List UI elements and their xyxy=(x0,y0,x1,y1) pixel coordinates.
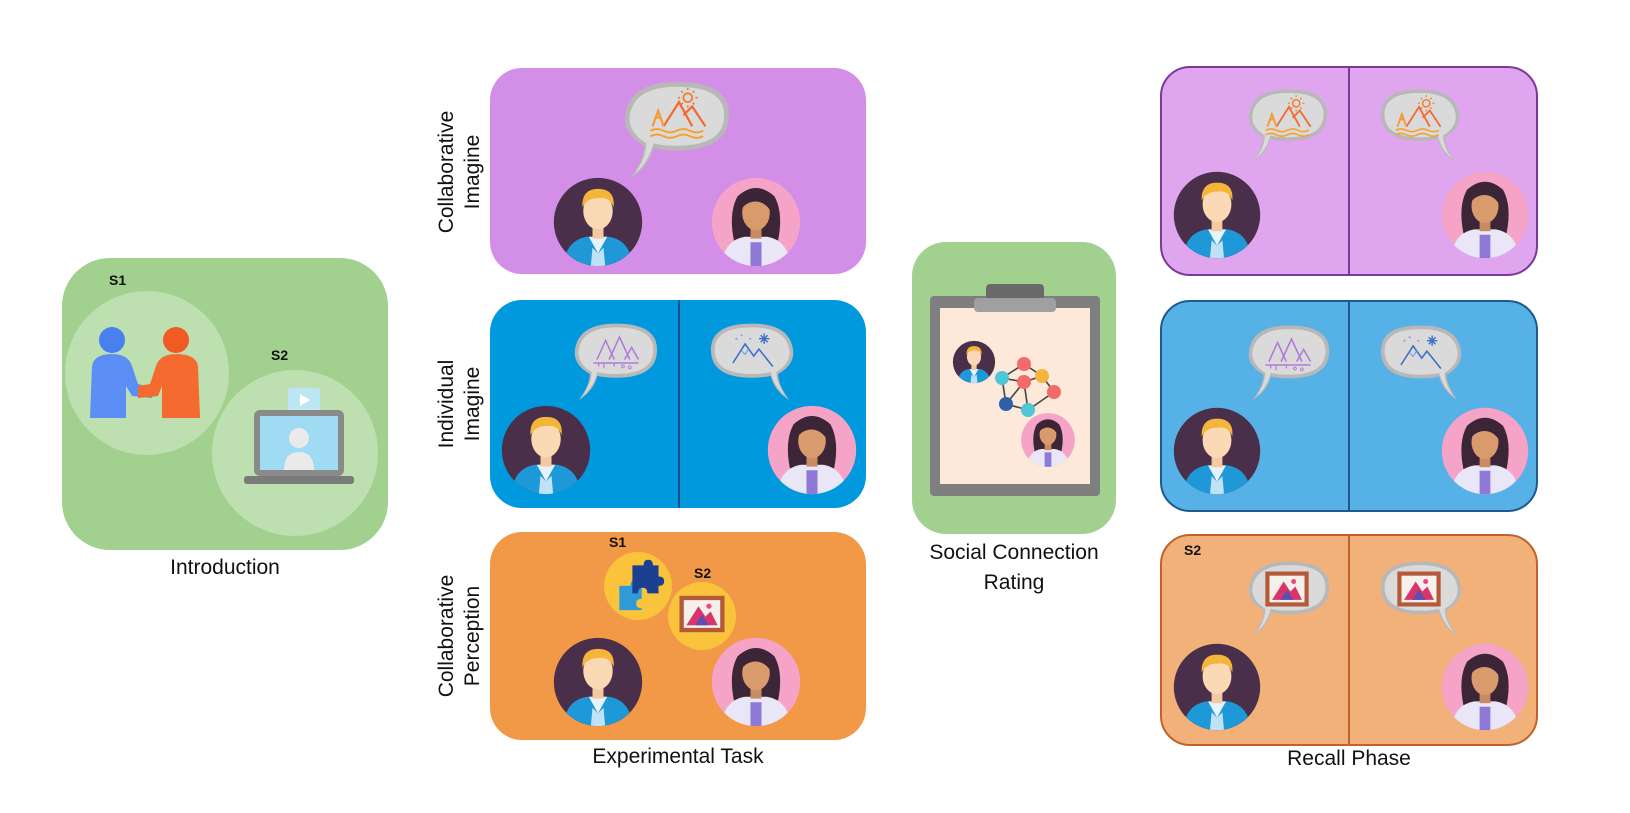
female-avatar xyxy=(710,636,802,728)
handshake-icon xyxy=(90,327,200,418)
network-icon xyxy=(995,357,1061,417)
divider xyxy=(1348,68,1350,274)
framed-picture-icon xyxy=(676,592,728,636)
s2-tag: S2 xyxy=(694,565,712,581)
social-connection-panel xyxy=(912,242,1116,534)
male-avatar xyxy=(1172,406,1262,496)
framed-picture-icon xyxy=(1262,568,1312,610)
row-label-individual-imagine: Individual Imagine xyxy=(435,359,484,449)
collaborative-perception-panel: S1 S2 xyxy=(490,532,866,740)
divider xyxy=(678,300,680,508)
social-connection-caption: Social Connection Rating xyxy=(892,538,1136,598)
summer-landscape-icon xyxy=(1392,92,1446,138)
row-label-collaborative-perception: Collaborative Perception xyxy=(435,574,484,698)
caption-line-2: Rating xyxy=(983,571,1045,594)
male-avatar xyxy=(552,636,644,728)
recall-imagine-collab-panel xyxy=(1160,66,1538,276)
female-avatar xyxy=(1440,642,1530,732)
collaborative-imagine-panel xyxy=(490,68,866,274)
divider xyxy=(1348,536,1350,744)
female-avatar xyxy=(1020,412,1076,468)
experimental-task-caption: Experimental Task xyxy=(592,745,764,768)
framed-picture-icon xyxy=(1394,568,1444,610)
introduction-panel: S1 S2 xyxy=(62,258,388,550)
row-label-collaborative-imagine: Collaborative Imagine xyxy=(435,110,484,234)
male-avatar xyxy=(500,404,592,496)
video-call-laptop-icon xyxy=(244,388,354,484)
recall-imagine-individual-panel xyxy=(1160,300,1538,512)
male-avatar xyxy=(952,340,996,384)
male-avatar xyxy=(1172,170,1262,260)
female-avatar xyxy=(766,404,858,496)
recall-perception-panel: S2 xyxy=(1160,534,1538,746)
caption-line-1: Social Connection xyxy=(929,541,1099,564)
divider xyxy=(1348,302,1350,510)
s2-tag: S2 xyxy=(271,347,289,363)
puzzle-icon xyxy=(610,556,666,612)
winter-mountain-icon xyxy=(726,328,778,372)
s1-tag: S1 xyxy=(609,534,627,550)
forest-icon xyxy=(1262,330,1314,374)
forest-icon xyxy=(590,328,642,372)
male-avatar xyxy=(1172,642,1262,732)
s1-tag: S1 xyxy=(109,272,127,288)
summer-landscape-icon xyxy=(1262,92,1316,138)
s2-tag: S2 xyxy=(1184,542,1202,558)
female-avatar xyxy=(1440,406,1530,496)
female-avatar xyxy=(710,176,802,268)
individual-imagine-panel xyxy=(490,300,866,508)
winter-mountain-icon xyxy=(1394,330,1446,374)
summer-landscape-icon xyxy=(646,84,712,140)
recall-phase-caption: Recall Phase xyxy=(1287,747,1411,770)
introduction-caption: Introduction xyxy=(170,556,280,579)
male-avatar xyxy=(552,176,644,268)
female-avatar xyxy=(1440,170,1530,260)
